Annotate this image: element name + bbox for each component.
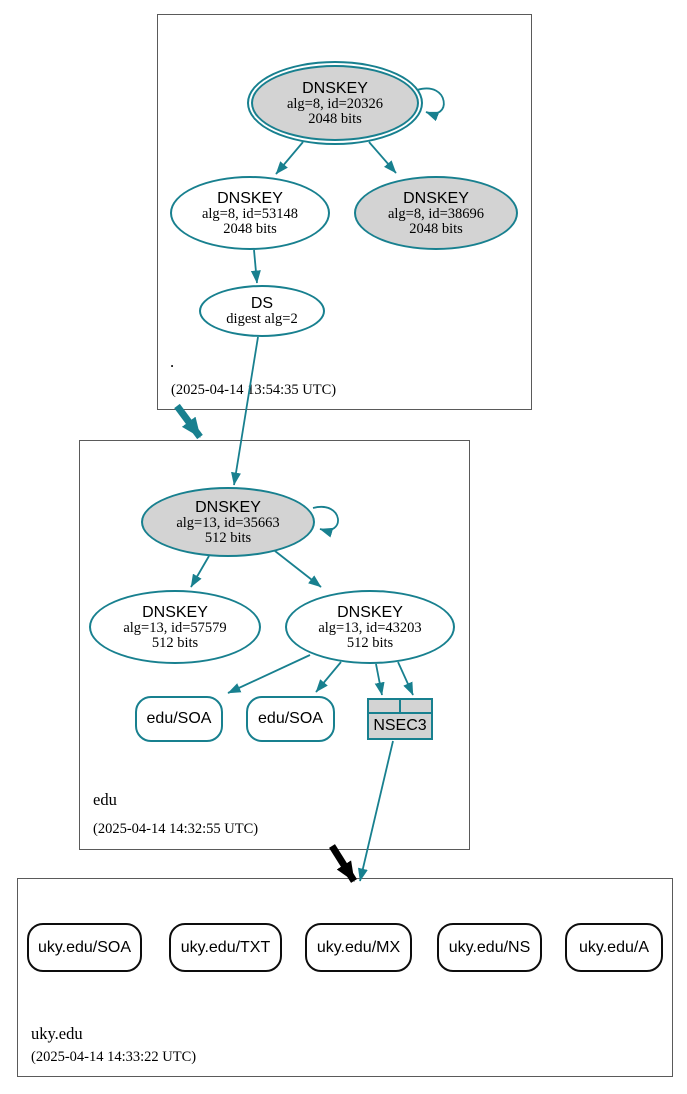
- uky-edu-soa-rrset-node[interactable]: uky.edu/SOA: [27, 923, 142, 972]
- nsec3-record-cells: [369, 700, 431, 714]
- node-detail: digest alg=2: [226, 311, 298, 327]
- node-detail: alg=13, id=35663: [176, 514, 280, 531]
- rrset-label: uky.edu/A: [579, 938, 649, 956]
- node-detail: alg=13, id=57579: [123, 619, 227, 636]
- node-title: DNSKEY: [403, 189, 469, 207]
- rrset-label: uky.edu/MX: [316, 938, 401, 956]
- root-dnskey-38696-node[interactable]: DNSKEY alg=8, id=38696 2048 bits: [354, 176, 518, 250]
- rrset-label: edu/SOA: [258, 710, 323, 727]
- root-ksk-dnskey-inner-ellipse: DNSKEY alg=8, id=20326 2048 bits: [251, 65, 419, 141]
- node-detail: 512 bits: [204, 529, 252, 546]
- rrset-label: uky.edu/SOA: [37, 938, 132, 956]
- node-detail: alg=8, id=38696: [387, 205, 485, 222]
- zone-timestamp-edu: (2025-04-14 14:32:55 UTC): [93, 821, 259, 837]
- root-ds-node[interactable]: DS digest alg=2: [199, 285, 325, 337]
- edu-dnskey-43203-node[interactable]: DNSKEY alg=13, id=43203 512 bits: [285, 590, 455, 664]
- node-title: DNSKEY: [217, 189, 283, 207]
- uky-edu-mx-rrset-node[interactable]: uky.edu/MX: [305, 923, 412, 972]
- zone-label-root: .: [170, 352, 175, 371]
- zone-timestamp-root: (2025-04-14 13:54:35 UTC): [171, 382, 337, 398]
- edge-delegation-edu-to-uky-edu: [329, 844, 357, 883]
- node-detail: alg=8, id=53148: [201, 205, 299, 222]
- edu-nsec3-node[interactable]: NSEC3: [367, 698, 433, 740]
- node-detail: 512 bits: [151, 634, 199, 651]
- zone-label-uky-edu: uky.edu: [31, 1024, 83, 1043]
- node-title: DS: [250, 295, 274, 312]
- nsec3-record-cell: [369, 700, 399, 712]
- node-detail: 2048 bits: [223, 220, 277, 237]
- node-title: DNSKEY: [142, 603, 208, 621]
- zone-timestamp-uky-edu: (2025-04-14 14:33:22 UTC): [31, 1049, 197, 1065]
- nsec3-record-cell: [399, 700, 431, 712]
- uky-edu-a-rrset-node[interactable]: uky.edu/A: [565, 923, 663, 972]
- rrset-label: uky.edu/TXT: [180, 938, 271, 956]
- node-title: DNSKEY: [302, 79, 368, 97]
- rrset-label: edu/SOA: [146, 710, 212, 727]
- root-ksk-dnskey-node[interactable]: DNSKEY alg=8, id=20326 2048 bits: [247, 61, 423, 145]
- node-detail: alg=8, id=20326: [286, 95, 384, 112]
- edu-dnskey-57579-node[interactable]: DNSKEY alg=13, id=57579 512 bits: [89, 590, 261, 664]
- edu-soa-rrset-node-2[interactable]: edu/SOA: [246, 696, 335, 742]
- node-detail: 2048 bits: [308, 110, 362, 127]
- nsec3-label: NSEC3: [373, 717, 427, 734]
- node-title: DNSKEY: [337, 603, 403, 621]
- uky-edu-txt-rrset-node[interactable]: uky.edu/TXT: [169, 923, 282, 972]
- edu-ksk-dnskey-node[interactable]: DNSKEY alg=13, id=35663 512 bits: [141, 487, 315, 557]
- zone-label-edu: edu: [93, 790, 117, 809]
- rrset-label: uky.edu/NS: [448, 938, 531, 956]
- edge-delegation-root-to-edu: [174, 403, 203, 440]
- zone-box-uky-edu: [17, 878, 673, 1077]
- node-title: DNSKEY: [195, 498, 261, 516]
- edu-soa-rrset-node-1[interactable]: edu/SOA: [135, 696, 223, 742]
- node-detail: 2048 bits: [409, 220, 463, 237]
- node-detail: alg=13, id=43203: [318, 619, 422, 636]
- root-zsk-dnskey-node[interactable]: DNSKEY alg=8, id=53148 2048 bits: [170, 176, 330, 250]
- uky-edu-ns-rrset-node[interactable]: uky.edu/NS: [437, 923, 542, 972]
- node-detail: 512 bits: [346, 634, 394, 651]
